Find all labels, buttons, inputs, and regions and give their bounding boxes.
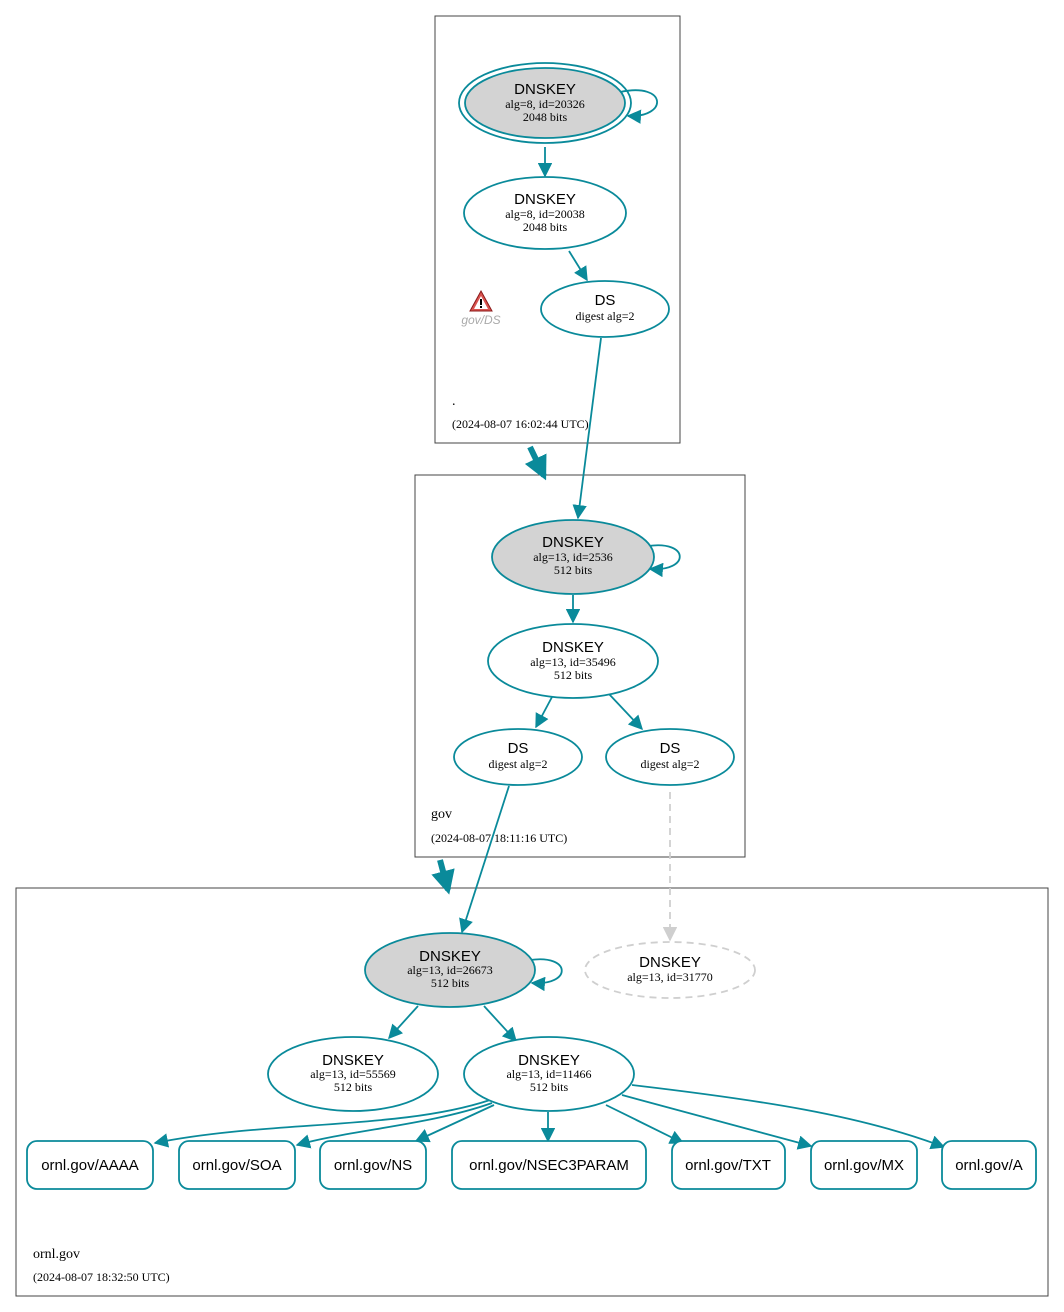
- rrset-aaaa[interactable]: ornl.gov/AAAA: [26, 1140, 154, 1190]
- node-type-label: DNSKEY: [514, 191, 576, 208]
- edge-ornl-ksk-key2: [483, 1005, 517, 1043]
- edge-key2-txt: [605, 1104, 685, 1144]
- node-type-label: DS: [508, 740, 529, 757]
- edge-gov-zsk-ds1: [535, 696, 553, 729]
- rrset-ns[interactable]: ornl.gov/NS: [319, 1140, 427, 1190]
- dnskey-node-ornl-11466[interactable]: DNSKEY alg=13, id=11466 512 bits: [463, 1036, 635, 1112]
- edge-gov-ds1-ornl-ksk: [459, 785, 510, 934]
- rrset-label: ornl.gov/NSEC3PARAM: [469, 1157, 629, 1174]
- edge-root-ds-gov-ksk: [572, 337, 602, 520]
- edge-root-ksk-self: [619, 89, 658, 124]
- zone-name-root: .: [452, 394, 456, 409]
- edge-ornl-ksk-key1: [388, 1005, 419, 1040]
- node-alg-label: alg=8, id=20326: [505, 97, 585, 111]
- node-type-label: DNSKEY: [322, 1052, 384, 1069]
- node-type-label: DNSKEY: [419, 948, 481, 965]
- edge-key2-mx: [621, 1094, 813, 1150]
- node-type-label: DNSKEY: [542, 639, 604, 656]
- node-alg-label: alg=13, id=26673: [407, 963, 493, 977]
- dnskey-node-ornl-ksk[interactable]: DNSKEY alg=13, id=26673 512 bits: [364, 932, 536, 1008]
- edge-key2-ns: [414, 1104, 495, 1143]
- warning-gov-ds[interactable]: gov/DS: [461, 289, 501, 327]
- delegation-arrow-gov-ornl: [431, 859, 455, 895]
- node-alg-label: alg=13, id=11466: [506, 1067, 591, 1081]
- rrset-txt[interactable]: ornl.gov/TXT: [671, 1140, 786, 1190]
- dnskey-node-root-ksk[interactable]: DNSKEY alg=8, id=20326 2048 bits: [458, 62, 632, 144]
- zone-gov-box: [414, 474, 746, 858]
- rrset-label: ornl.gov/NS: [334, 1157, 412, 1174]
- dnskey-node-gov-ksk[interactable]: DNSKEY alg=13, id=2536 512 bits: [491, 519, 655, 595]
- node-type-label: DS: [595, 292, 616, 309]
- node-bits-label: 512 bits: [334, 1080, 373, 1094]
- node-bits-label: 512 bits: [530, 1080, 569, 1094]
- rrset-label: ornl.gov/SOA: [192, 1157, 281, 1174]
- node-alg-label: alg=8, id=20038: [505, 207, 585, 221]
- rrset-label: ornl.gov/MX: [824, 1157, 904, 1174]
- ds-node-gov-2[interactable]: DS digest alg=2: [605, 728, 735, 786]
- zone-name-ornl: ornl.gov: [33, 1247, 80, 1262]
- delegation-arrow-root-gov: [524, 445, 547, 481]
- zone-root-box: [434, 15, 681, 444]
- node-type-label: DNSKEY: [542, 534, 604, 551]
- zone-timestamp-gov: (2024-08-07 18:11:16 UTC): [431, 831, 567, 845]
- node-bits-label: 512 bits: [554, 668, 593, 682]
- node-alg-label: alg=13, id=31770: [627, 970, 713, 984]
- rrset-label: ornl.gov/A: [955, 1157, 1023, 1174]
- zone-timestamp-ornl: (2024-08-07 18:32:50 UTC): [33, 1270, 170, 1284]
- node-digest-label: digest alg=2: [488, 757, 547, 771]
- node-digest-label: digest alg=2: [640, 757, 699, 771]
- node-bits-label: 2048 bits: [523, 110, 568, 124]
- node-alg-label: alg=13, id=2536: [533, 550, 613, 564]
- edge-root-zsk-ds: [568, 250, 588, 282]
- edge-ornl-ksk-self: [529, 958, 563, 992]
- dnskey-node-gov-zsk[interactable]: DNSKEY alg=13, id=35496 512 bits: [487, 623, 659, 699]
- node-alg-label: alg=13, id=55569: [310, 1067, 396, 1081]
- node-type-label: DS: [660, 740, 681, 757]
- ds-node-gov-1[interactable]: DS digest alg=2: [453, 728, 583, 786]
- rrset-soa[interactable]: ornl.gov/SOA: [178, 1140, 296, 1190]
- zone-name-gov: gov: [431, 807, 452, 822]
- zone-ornl-box: [15, 887, 1049, 1297]
- node-type-label: DNSKEY: [514, 81, 576, 98]
- rrset-label: ornl.gov/AAAA: [41, 1157, 139, 1174]
- edge-gov-ksk-self: [647, 544, 681, 578]
- dnskey-node-ornl-missing[interactable]: DNSKEY alg=13, id=31770: [584, 941, 756, 999]
- node-bits-label: 512 bits: [554, 563, 593, 577]
- edge-key2-soa: [295, 1102, 493, 1149]
- rrset-nsec3param[interactable]: ornl.gov/NSEC3PARAM: [451, 1140, 647, 1190]
- warning-label: gov/DS: [461, 313, 500, 327]
- warning-triangle-icon: [469, 289, 493, 312]
- edge-key2-aaaa: [153, 1099, 491, 1148]
- node-digest-label: digest alg=2: [575, 309, 634, 323]
- node-bits-label: 512 bits: [431, 976, 470, 990]
- rrset-a[interactable]: ornl.gov/A: [941, 1140, 1037, 1190]
- dnskey-node-root-zsk[interactable]: DNSKEY alg=8, id=20038 2048 bits: [463, 176, 627, 250]
- node-type-label: DNSKEY: [639, 954, 701, 971]
- rrset-mx[interactable]: ornl.gov/MX: [810, 1140, 918, 1190]
- node-bits-label: 2048 bits: [523, 220, 568, 234]
- ds-node-root[interactable]: DS digest alg=2: [540, 280, 670, 338]
- dnskey-node-ornl-55569[interactable]: DNSKEY alg=13, id=55569 512 bits: [267, 1036, 439, 1112]
- edge-key2-a: [631, 1084, 946, 1150]
- edge-gov-zsk-ds2: [608, 693, 643, 731]
- node-alg-label: alg=13, id=35496: [530, 655, 616, 669]
- zone-timestamp-root: (2024-08-07 16:02:44 UTC): [452, 417, 589, 431]
- rrset-label: ornl.gov/TXT: [685, 1157, 771, 1174]
- node-type-label: DNSKEY: [518, 1052, 580, 1069]
